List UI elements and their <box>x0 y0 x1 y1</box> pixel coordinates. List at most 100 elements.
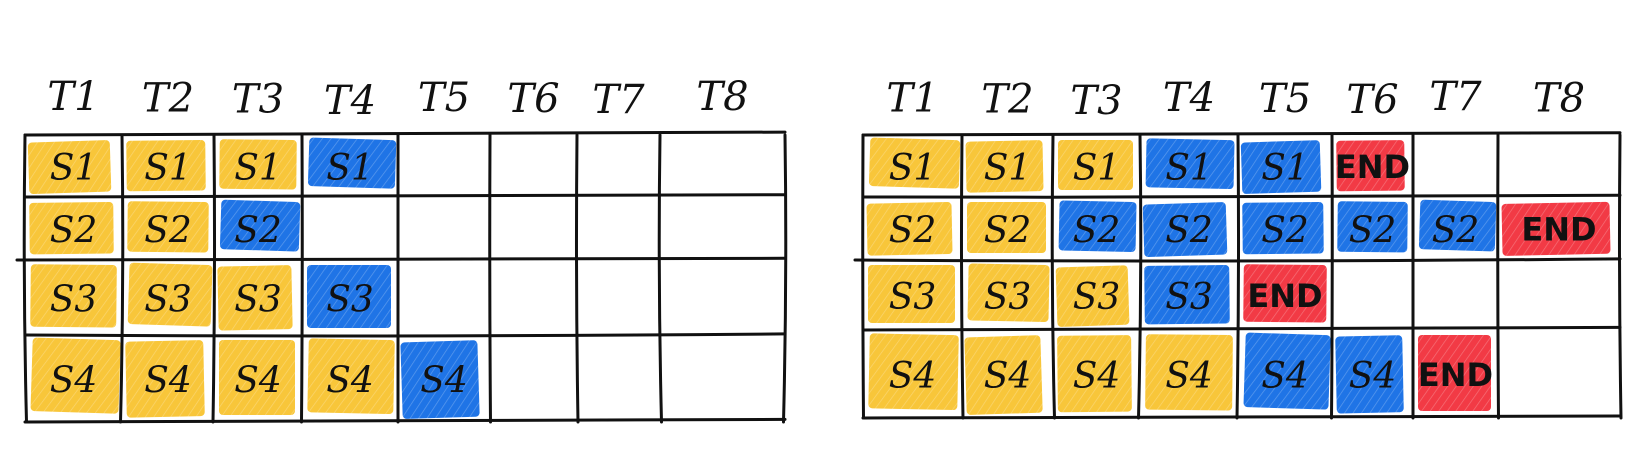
grid-column-line <box>1050 133 1056 420</box>
cell-label-s3: S3 <box>1073 277 1121 318</box>
cell-fill-yellow <box>868 333 959 411</box>
cell-fill-red <box>1243 264 1327 323</box>
grid-column-line <box>1235 133 1241 420</box>
cell-fill-yellow <box>1058 140 1133 190</box>
cell-fill-yellow <box>29 202 114 255</box>
cell-label-s4: S4 <box>984 356 1032 397</box>
cell-label-s1: S1 <box>50 148 98 189</box>
cell-label-s4: S4 <box>1073 356 1121 397</box>
cell-fill-yellow <box>127 201 209 253</box>
cell-fill-yellow <box>1055 265 1130 327</box>
cell-fill-blue <box>1337 201 1408 253</box>
cell-fill-yellow <box>967 263 1050 322</box>
cell-label-s4: S4 <box>889 356 937 397</box>
cell-fill-yellow <box>30 337 121 414</box>
grid-column-line <box>1137 133 1143 420</box>
cell-label-s2: S2 <box>1073 211 1121 252</box>
cell-fill-yellow <box>125 340 205 418</box>
grid-column-line <box>1617 133 1623 420</box>
cell-fill-blue <box>1243 332 1331 410</box>
column-header-t4: T4 <box>1163 75 1215 121</box>
cell-label-s4: S4 <box>1261 356 1309 397</box>
column-header-t1: T1 <box>886 75 938 121</box>
cell-fill-yellow <box>219 139 297 190</box>
cell-label-s3: S3 <box>50 280 98 321</box>
grid-row-line <box>861 325 1622 332</box>
grid-column-line <box>22 133 28 424</box>
cell-fill-yellow <box>964 335 1043 415</box>
cell-fill-red <box>1501 201 1611 256</box>
grid-row-line <box>15 256 787 262</box>
grid-column-line <box>657 133 663 424</box>
cell-fill-red <box>1418 335 1491 411</box>
cell-label-s4: S4 <box>1165 356 1213 397</box>
cell-fill-blue <box>1142 202 1228 257</box>
cell-fill-blue <box>1145 138 1235 190</box>
column-header-t7: T7 <box>592 77 645 123</box>
cell-fill-yellow <box>126 140 206 192</box>
column-header-t8: T8 <box>696 74 748 120</box>
grid-row-line <box>23 332 787 338</box>
cell-label-s3: S3 <box>984 277 1032 318</box>
grid-row-line <box>23 130 787 137</box>
cell-label-s4: S4 <box>326 361 374 402</box>
cell-fill-yellow <box>127 262 213 327</box>
cell-fill-yellow <box>27 140 112 194</box>
cell-label-s3: S3 <box>326 280 374 321</box>
grid-column-line <box>300 133 304 424</box>
cell-fill-blue <box>1418 199 1497 252</box>
end-label: END <box>1521 211 1596 249</box>
cell-label-s4: S4 <box>1349 356 1397 397</box>
cell-label-s3: S3 <box>889 277 937 318</box>
cell-fill-blue <box>1242 202 1324 255</box>
column-header-t8: T8 <box>1533 75 1585 121</box>
cell-label-s4: S4 <box>420 361 468 402</box>
column-header-t2: T2 <box>981 77 1033 123</box>
grid-column-line <box>211 133 217 424</box>
cell-label-s4: S4 <box>234 361 282 402</box>
column-header-t6: T6 <box>507 76 559 122</box>
cell-label-s1: S1 <box>889 148 937 189</box>
cell-label-s1: S1 <box>144 148 192 189</box>
grid-column-line <box>861 133 865 420</box>
cell-label-s2: S2 <box>889 211 937 252</box>
grid-column-line <box>782 133 788 424</box>
cell-fill-yellow <box>866 202 953 256</box>
cell-label-s1: S1 <box>1073 148 1121 189</box>
grid-row-line <box>861 414 1622 420</box>
column-header-t2: T2 <box>142 75 194 121</box>
end-label: END <box>1335 148 1410 186</box>
column-header-t3: T3 <box>1070 78 1122 124</box>
cell-label-s1: S1 <box>984 148 1032 189</box>
grid-column-line <box>574 133 580 424</box>
cell-label-s2: S2 <box>144 211 192 252</box>
grid-column-line <box>1496 133 1500 420</box>
cell-label-s3: S3 <box>1165 277 1213 318</box>
column-header-t4: T4 <box>324 78 376 124</box>
end-label: END <box>1247 277 1322 315</box>
grid-column-line <box>119 133 125 424</box>
grid-row-line <box>23 193 787 199</box>
cell-fill-yellow <box>307 338 395 415</box>
cell-fill-blue <box>307 265 391 328</box>
cell-label-s2: S2 <box>1261 211 1309 252</box>
grid-column-line <box>488 133 492 424</box>
end-label: END <box>1418 356 1493 394</box>
cell-fill-yellow <box>965 140 1044 193</box>
grid-row-line <box>23 417 787 424</box>
cell-label-s2: S2 <box>234 211 282 252</box>
grid-column-line <box>1330 133 1334 420</box>
cell-label-s1: S1 <box>1165 148 1213 189</box>
cell-fill-blue <box>307 137 397 189</box>
cell-fill-yellow <box>868 137 961 189</box>
cell-fill-yellow <box>868 265 955 323</box>
cell-label-s2: S2 <box>984 211 1032 252</box>
cell-label-s2: S2 <box>50 211 98 252</box>
cell-label-s1: S1 <box>326 148 374 189</box>
grid-column-line <box>959 133 965 420</box>
column-header-t3: T3 <box>232 77 284 123</box>
cell-fill-yellow <box>217 265 293 331</box>
